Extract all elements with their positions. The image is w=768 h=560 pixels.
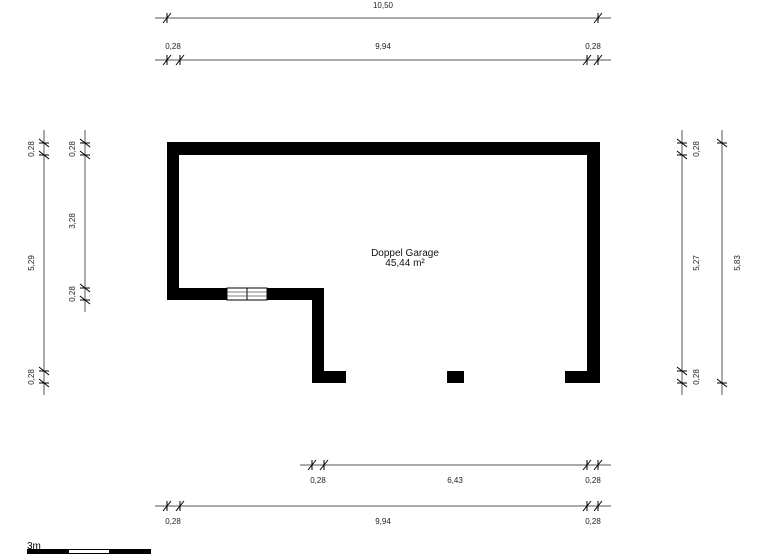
dimension-left-detail: 0,28 3,28 0,28 [68,130,91,312]
dimension-label: 0,28 [68,141,77,157]
dimension-label: 5,83 [733,255,742,271]
dimension-bottom-opening: 0,28 6,43 0,28 [300,459,611,485]
dimension-label: 0,28 [165,42,181,51]
wall-inner-vertical [312,288,324,383]
dimension-left-overall: 0,28 5,29 0,28 [27,130,50,395]
window [226,287,268,301]
dimension-label: 0,28 [585,476,601,485]
dimension-label: 3,28 [68,213,77,229]
wall-left [167,142,179,300]
dimension-label: 0,28 [27,141,36,157]
dimension-right-detail: 0,28 5,27 0,28 [676,130,701,395]
dimension-label: 9,94 [375,42,391,51]
dimension-label: 0,28 [68,286,77,302]
dimension-label: 5,27 [692,255,701,271]
dimension-label: 0,28 [585,517,601,526]
dimension-label: 0,28 [692,369,701,385]
dimension-top-overall: 10,50 [155,1,611,24]
dimension-label: 0,28 [27,369,36,385]
wall-stub-bottom-right [565,371,600,383]
dimension-label: 9,94 [375,517,391,526]
dimension-label: 6,43 [447,476,463,485]
scale-bar-label: 3m [27,541,41,552]
dimension-label: 0,28 [310,476,326,485]
dimension-bottom-overall: 0,28 9,94 0,28 [155,500,611,526]
dimension-label: 0,28 [585,42,601,51]
dimension-right-overall: 5,83 [716,130,742,395]
wall-step-left [167,288,227,300]
dimension-label: 5,29 [27,255,36,271]
wall-right [587,142,600,383]
room-area: 45,44 m² [385,258,425,269]
wall-stub-bottom-left [312,371,346,383]
wall-pillar-center [447,371,464,383]
dimension-label: 0,28 [692,141,701,157]
wall-top [167,142,600,155]
dimension-label: 10,50 [373,1,394,10]
room-name: Doppel Garage [371,248,439,259]
dimension-label: 0,28 [165,517,181,526]
dimension-top-detail: 0,28 9,94 0,28 [155,42,611,66]
scale-bar: 3m [27,541,151,554]
wall-step-right [267,288,324,300]
walls [167,142,600,383]
